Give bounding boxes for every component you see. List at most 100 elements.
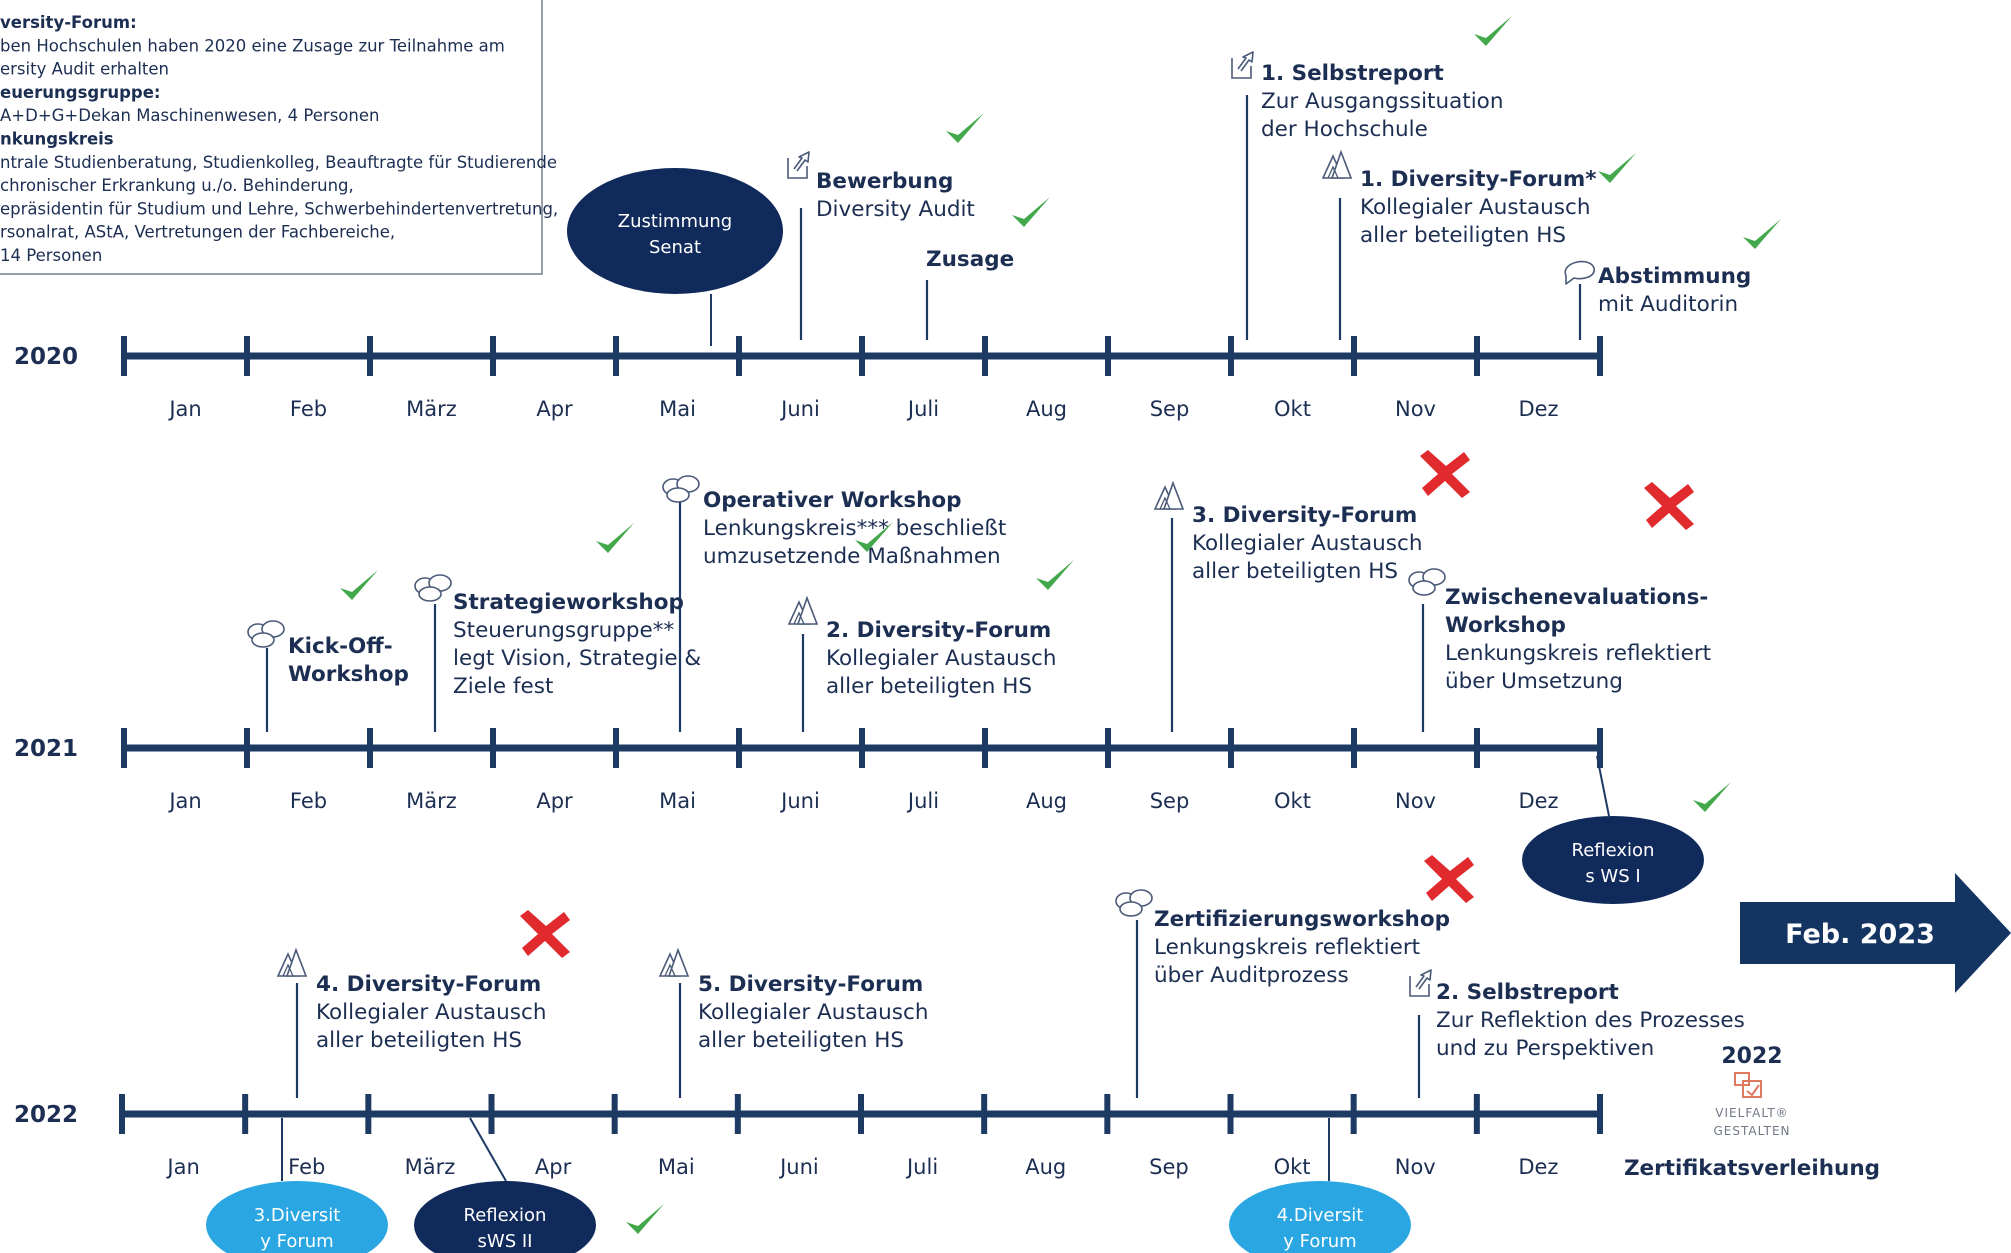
month-label: Okt — [1274, 1155, 1311, 1179]
month-label: Jan — [165, 1155, 199, 1179]
oval-label: Zustimmung — [618, 211, 733, 232]
event-description: Kollegialer Austausch — [1192, 531, 1422, 556]
event-title: 1. Selbstreport — [1261, 61, 1444, 86]
month-label: März — [405, 1155, 456, 1179]
event-description: Zur Ausgangssituation — [1261, 89, 1503, 114]
event-description: legt Vision, Strategie & — [453, 646, 701, 671]
month-label: Mai — [658, 1155, 695, 1179]
check-icon — [1598, 153, 1636, 183]
event-description: aller beteiligten HS — [1360, 223, 1566, 248]
milestone-oval — [414, 1181, 596, 1253]
oval-label: y Forum — [260, 1231, 333, 1252]
event-title: Zwischenevaluations- — [1445, 585, 1708, 610]
month-label: Juni — [779, 789, 820, 813]
year-label: 2021 — [14, 736, 78, 762]
triangles-icon — [1322, 151, 1352, 179]
oval-label: 3.Diversit — [254, 1205, 341, 1226]
check-icon — [1743, 219, 1781, 249]
month-label: Nov — [1395, 397, 1436, 421]
event-title: 3. Diversity-Forum — [1192, 503, 1417, 528]
month-label: Mai — [659, 397, 696, 421]
oval-label: y Forum — [1283, 1231, 1356, 1252]
arrow-label: Feb. 2023 — [1785, 919, 1935, 950]
legend-line: ben Hochschulen haben 2020 eine Zusage z… — [0, 36, 505, 55]
clouds-icon — [414, 574, 452, 602]
event-title: Workshop — [1445, 613, 1566, 638]
event-description: der Hochschule — [1261, 117, 1428, 142]
legend-line: epräsidentin für Studium und Lehre, Schw… — [0, 199, 558, 218]
month-label: Jan — [167, 397, 201, 421]
clouds-icon — [662, 475, 700, 503]
event-title: 5. Diversity-Forum — [698, 972, 923, 997]
event-description: Steuerungsgruppe** — [453, 618, 674, 643]
triangles-icon — [1154, 482, 1184, 510]
month-label: Juli — [905, 1155, 938, 1179]
month-label: Dez — [1518, 1155, 1558, 1179]
event-title: Operativer Workshop — [703, 488, 962, 513]
month-label: Juni — [779, 397, 820, 421]
event-description: Lenkungskreis*** beschließt — [703, 516, 1006, 541]
month-label: Aug — [1025, 1155, 1066, 1179]
check-icon — [340, 570, 378, 600]
month-label: Apr — [536, 397, 573, 421]
cross-icon — [1644, 482, 1694, 530]
event-description: Kollegialer Austausch — [698, 1000, 928, 1025]
month-label: Nov — [1395, 1155, 1436, 1179]
oval-label: 4.Diversit — [1277, 1205, 1364, 1226]
month-label: Juli — [906, 397, 939, 421]
month-label: Juli — [906, 789, 939, 813]
event-description: mit Auditorin — [1598, 292, 1738, 317]
triangles-icon — [788, 597, 818, 625]
event-title: Workshop — [288, 662, 409, 687]
legend-line: chronischer Erkrankung u./o. Behinderung… — [0, 176, 354, 195]
year-label: 2020 — [14, 344, 78, 370]
event-title: Abstimmung — [1598, 264, 1751, 289]
triangles-icon — [659, 949, 689, 977]
month-label: Apr — [535, 1155, 572, 1179]
month-label: Okt — [1274, 397, 1311, 421]
event-title: Zertifizierungsworkshop — [1154, 907, 1450, 932]
milestone-oval — [206, 1181, 388, 1253]
legend-line: nkungskreis — [0, 130, 114, 149]
oval-connector — [469, 1117, 507, 1182]
clouds-icon — [1408, 568, 1446, 596]
month-label: Apr — [536, 789, 573, 813]
certificate-label: Zertifikatsverleihung — [1624, 1156, 1880, 1181]
event-description: umzusetzende Maßnahmen — [703, 544, 1001, 569]
month-label: Aug — [1026, 789, 1067, 813]
event-description: Diversity Audit — [816, 197, 975, 222]
event-title: Kick-Off- — [288, 634, 393, 659]
triangles-icon — [277, 949, 307, 977]
month-label: Aug — [1026, 397, 1067, 421]
legend-line: 14 Personen — [0, 246, 102, 265]
document-icon — [1231, 51, 1254, 79]
event-description: über Auditprozess — [1154, 963, 1349, 988]
event-title: 4. Diversity-Forum — [316, 972, 541, 997]
legend-box — [0, 0, 543, 275]
vielfalt-logo-icon — [1734, 1072, 1762, 1098]
year-label: 2022 — [14, 1102, 78, 1128]
event-description: aller beteiligten HS — [826, 674, 1032, 699]
month-label: Feb — [290, 789, 327, 813]
document-icon — [787, 151, 810, 179]
brand-line: VIELFALT® — [1715, 1106, 1788, 1120]
month-label: Sep — [1150, 397, 1190, 421]
month-label: Feb — [288, 1155, 325, 1179]
month-label: Sep — [1150, 789, 1190, 813]
event-title: Bewerbung — [816, 169, 953, 194]
event-description: über Umsetzung — [1445, 669, 1623, 694]
oval-label: Senat — [649, 237, 701, 258]
check-icon — [946, 113, 984, 143]
logo-part — [1734, 1072, 1750, 1086]
legend-line: euerungsgruppe: — [0, 83, 161, 102]
event-description: Lenkungskreis reflektiert — [1154, 935, 1420, 960]
month-label: März — [406, 397, 457, 421]
event-description: aller beteiligten HS — [316, 1028, 522, 1053]
document-icon — [1409, 969, 1432, 997]
event-title: Zusage — [926, 247, 1014, 272]
event-description: Zur Reflektion des Prozesses — [1436, 1008, 1745, 1033]
event-title: 2. Selbstreport — [1436, 980, 1619, 1005]
month-label: Feb — [290, 397, 327, 421]
event-description: Kollegialer Austausch — [826, 646, 1056, 671]
